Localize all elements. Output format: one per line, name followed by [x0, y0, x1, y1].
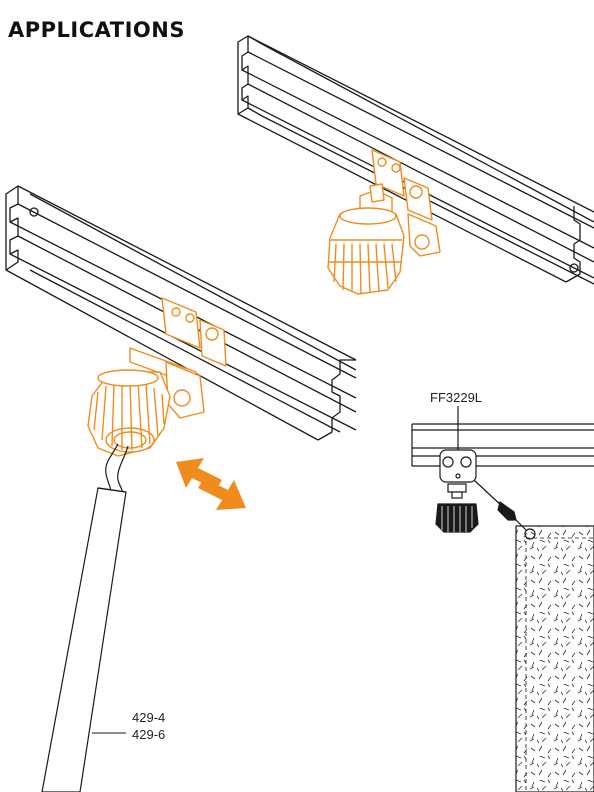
- double-headed-arrow-icon: [176, 458, 246, 510]
- curtain-panel: [515, 525, 594, 792]
- page-title: APPLICATIONS: [8, 18, 185, 42]
- pole: [41, 487, 127, 792]
- part-number-label-429-4: 429-4: [132, 710, 166, 725]
- upper-mount: [327, 149, 441, 295]
- part-number-label-ff3229l: FF3229L: [430, 390, 483, 405]
- curtain-track-detail: [411, 406, 594, 540]
- part-number-label-429-6: 429-6: [132, 727, 166, 742]
- main-mount: [87, 297, 227, 457]
